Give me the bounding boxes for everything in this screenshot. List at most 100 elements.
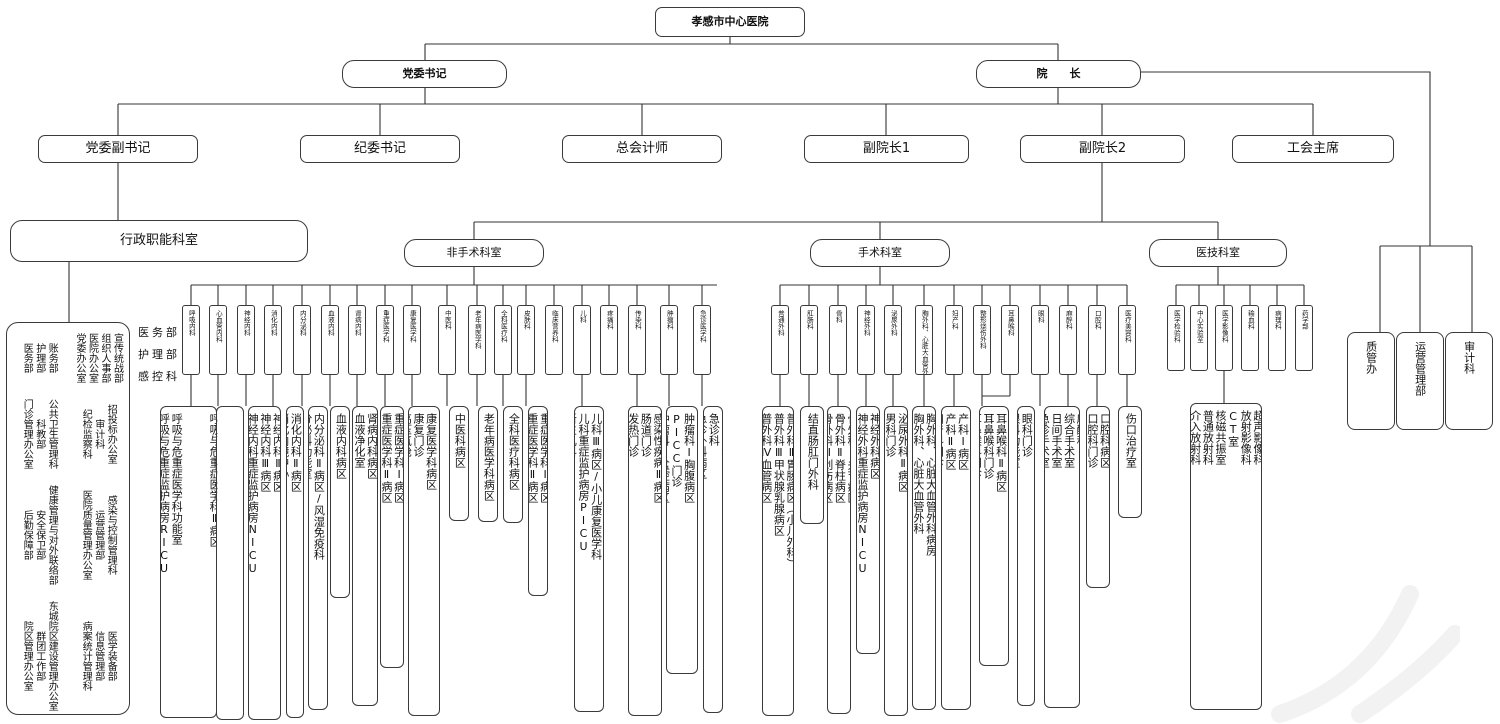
surgical-dept-label: 整形烧伤外科 xyxy=(978,310,987,349)
surgical-dept: 眼科 xyxy=(1031,305,1049,375)
medtech-dept-label: 病理科 xyxy=(1273,310,1282,330)
medtech-dept: 医学检验科 xyxy=(1167,305,1185,371)
surgical-dept: 麻醉科 xyxy=(1059,305,1077,375)
nonsurgical-dept: 呼吸内科 xyxy=(182,305,200,375)
nonsurgical-dept-label: 神经内科 xyxy=(242,310,251,336)
direct-office: 审计科 xyxy=(1445,332,1493,430)
surgical-dept-units: 耳鼻喉科Ⅰ病区 耳鼻喉科Ⅱ病区 耳鼻喉科门诊 耳鼻喉科门诊 xyxy=(979,406,1009,666)
surgical-dept-units-label: 神经外科病区 神经外科重症监护病房NICU xyxy=(856,413,880,575)
nonsurgical-dept: 全科医疗科 xyxy=(494,305,512,375)
nonsurgical-dept-label: 老年病医学科 xyxy=(473,310,482,349)
nonsurgical-dept-units-label: 儿科Ⅰ病区 儿科Ⅱ病区 儿科Ⅲ病区/小儿康复医学科 儿科重症监护病房PICU 新… xyxy=(574,413,603,560)
nonsurgical-dept-units-label: 中医科病区 xyxy=(453,413,467,468)
nonsurgical-dept-label: 内分泌科 xyxy=(298,310,307,336)
medtech-dept: 中心实验室 xyxy=(1190,305,1208,371)
surgical-dept-units-label: 结直肠肛门外科 xyxy=(806,413,820,490)
nonsurgical-dept: 肾病内科 xyxy=(348,305,366,375)
admin-department-group: 感染与控制管理科 运营管理部 医院质量管理办公室 xyxy=(80,490,117,580)
medtech-dept: 病理科 xyxy=(1268,305,1286,371)
discipline-secretary-node: 纪委书记 xyxy=(300,135,460,163)
medtech-dept: 药学部 xyxy=(1295,305,1313,371)
nonsurgical-dept-units-label: 神经内科Ⅰ病区 神经内科Ⅱ病区 神经内科Ⅲ病区 神经内科重症监护病房NICU 神… xyxy=(248,413,281,575)
nonsurgical-dept-units-label: 康复治疗室 康复医学科病区 康复门诊 高压氧舱 xyxy=(408,413,440,490)
nonsurgical-dept-units: 康复治疗室 康复医学科病区 康复门诊 高压氧舱 xyxy=(408,406,440,716)
surgical-dept-label: 胸外科、心脏大血管外科 xyxy=(920,310,929,375)
nonsurgical-dept-units: 感染性疾病Ⅰ病区 感染性疾病Ⅱ病区 肠道门诊 发热门诊 肝病门诊 xyxy=(628,406,662,716)
nonsurgical-dept-label: 儿科 xyxy=(578,310,587,323)
surgical-dept: 医疗美容科 xyxy=(1118,305,1136,375)
admin-department-group: 招投标办公室 审计科 纪检监察科 xyxy=(80,404,117,464)
nonsurgical-dept: 儿科 xyxy=(573,305,591,375)
direct-office: 质管办 xyxy=(1347,332,1395,430)
nonsurgical-dept: 老年病医学科 xyxy=(468,305,486,375)
nonsurgical-dept-label: 血液内科 xyxy=(326,310,335,336)
surgical-dept: 神经外科 xyxy=(857,305,875,375)
nonsurgical-dept-label: 肾病内科 xyxy=(353,310,362,336)
surgical-dept-units-label: 伤口治疗室 xyxy=(1124,413,1138,468)
nonsurgical-dept-units: 肾病内科病区 血液净化室 xyxy=(352,406,378,706)
nonsurgical-dept-units: 血液内科病区 xyxy=(330,406,350,598)
nonsurgical-node-label: 非手术科室 xyxy=(446,246,502,260)
surgical-dept-label: 麻醉科 xyxy=(1064,310,1073,330)
admin-departments-list: 账务部 护理部 医务部宣传统战部 组织人事部 医院办公室 党委办公室公共卫生管理… xyxy=(6,322,130,715)
nonsurgical-dept-units-label: 血液内科病区 xyxy=(334,413,348,479)
nonsurgical-dept-units: 老年病医学科病区 xyxy=(478,406,498,522)
surgical-dept: 普通外科 xyxy=(771,305,789,375)
medtech-node: 医技科室 xyxy=(1149,239,1287,267)
nonsurgical-dept-units-label: 院前急救科 急诊内科病区 急诊科 急诊外科病区 急诊重病病区 xyxy=(703,413,723,479)
nonsurgical-dept-units-label: 消化内科Ⅰ病区 消化内科Ⅱ病区 消化内镜中心 xyxy=(286,413,304,492)
direct-office-label: 审计科 xyxy=(1462,341,1476,374)
surgical-dept-units-label: 骨外科Ⅰ关节病区 骨外科Ⅱ脊柱病区 骨外科Ⅲ创伤病区 xyxy=(827,413,851,503)
direct-office-label: 运营管理部 xyxy=(1413,341,1427,396)
nonsurgical-dept: 心血管内科 xyxy=(209,305,227,375)
surgical-dept-units: 普外科Ⅰ胆胰病区 普外科Ⅱ胃肠病区（小儿外科） 普外科Ⅲ甲状腺乳腺病区 普外科Ⅳ… xyxy=(762,406,794,716)
surgical-dept-label: 眼科 xyxy=(1036,310,1045,323)
nonsurgical-dept-units-label: 心血管内科Ⅰ病区 心血管内科Ⅱ病区 心血管内科功能室 冠心病监护病房CCU xyxy=(216,413,219,501)
nonsurgical-dept-units-label: 肿瘤科Ⅰ头颈病区 肿瘤科Ⅰ胸腹病区 PICC门诊 肿瘤科Ⅱ盆腔病区 xyxy=(666,413,698,503)
nonsurgical-dept-label: 疼痛科 xyxy=(605,310,614,330)
chief-accountant-node: 总会计师 xyxy=(562,135,722,163)
medtech-dept: 医学影像科 xyxy=(1215,305,1233,371)
surgical-dept: 胸外科、心脏大血管外科 xyxy=(915,305,933,375)
admin-node: 行政职能科室 xyxy=(10,220,308,262)
surgical-dept: 泌尿外科 xyxy=(884,305,902,375)
nonsurgical-dept: 血液内科 xyxy=(321,305,339,375)
medtech-dept-label: 药学部 xyxy=(1300,310,1309,330)
vice-president-2-node-label: 副院长2 xyxy=(1078,141,1127,157)
surgical-dept-units: 胸外科、心脏大血管外科病房 胸外科、心脏大血管外科 xyxy=(912,406,936,710)
party-secretary-node-label: 党委书记 xyxy=(402,67,447,81)
nonsurgical-dept-units: 神经内科Ⅰ病区 神经内科Ⅱ病区 神经内科Ⅲ病区 神经内科重症监护病房NICU 神… xyxy=(248,406,281,720)
nonsurgical-dept-units-label: 老年病医学科病区 xyxy=(482,413,496,501)
surgical-dept-units: 骨外科Ⅰ关节病区 骨外科Ⅱ脊柱病区 骨外科Ⅲ创伤病区 xyxy=(827,406,851,714)
surgical-node: 手术科室 xyxy=(810,239,950,267)
nonsurgical-dept-units-label: 重症医学科Ⅰ病区 重症医学科Ⅱ病区 xyxy=(380,413,404,503)
surgical-dept-label: 泌尿外科 xyxy=(889,310,898,336)
surgical-dept: 妇产科 xyxy=(945,305,963,375)
nonsurgical-dept-units-label: 呼吸与危重症医学科Ⅰ病区 呼吸与危重症医学科Ⅱ病区 呼吸与危重症医学科功能室 呼… xyxy=(160,413,217,575)
medtech-node-label: 医技科室 xyxy=(1196,246,1240,260)
surgical-dept: 整形烧伤外科 xyxy=(973,305,991,375)
admin-department-group: 公共卫生管理科 科教部 门诊管理办公室 xyxy=(21,399,58,469)
medtech-dept-label: 医学检验科 xyxy=(1172,310,1181,343)
surgical-dept-units-label: 妇科Ⅰ病区 妇科Ⅱ病区 产科Ⅰ病区 产科Ⅱ病区 妇产科门诊 生殖健康与不育症门诊 xyxy=(941,413,970,470)
surgical-dept: 耳鼻喉科 xyxy=(1001,305,1019,375)
surgical-dept-units-label: 耳鼻喉科Ⅰ病区 耳鼻喉科Ⅱ病区 耳鼻喉科门诊 耳鼻喉科门诊 xyxy=(979,413,1008,492)
nonsurgical-dept-label: 急诊医学科 xyxy=(698,310,707,343)
surgical-dept-units-label: 口腔科病区 口腔科门诊 xyxy=(1086,413,1110,468)
surgical-dept-units-label: 眼科病区 眼科门诊 眼科功能室 xyxy=(1017,413,1035,468)
nonsurgical-dept: 消化内科 xyxy=(264,305,282,375)
deputy-party-secretary-node-label: 党委副书记 xyxy=(85,141,151,157)
party-secretary-node: 党委书记 xyxy=(342,60,507,88)
nonsurgical-dept: 皮肤科 xyxy=(517,305,535,375)
surgical-dept-units: 口腔科病区 口腔科门诊 xyxy=(1086,406,1110,588)
nonsurgical-dept-label: 呼吸内科 xyxy=(187,310,196,336)
nonsurgical-dept-units: 呼吸与危重症医学科Ⅰ病区 呼吸与危重症医学科Ⅱ病区 呼吸与危重症医学科功能室 呼… xyxy=(160,406,217,718)
surgical-dept-units-label: 泌尿外科Ⅰ病区 泌尿外科Ⅱ病区 男科门诊 碎石室 xyxy=(884,413,908,492)
nonsurgical-dept: 内分泌科 xyxy=(293,305,311,375)
surgical-dept-units: 神经外科病区 神经外科重症监护病房NICU xyxy=(856,406,880,654)
surgical-dept-units: 麻醉科 综合手术室 日间手术室 急诊手术室 xyxy=(1044,406,1080,708)
nonsurgical-dept: 康复医学科 xyxy=(403,305,421,375)
surgical-dept-label: 普通外科 xyxy=(776,310,785,336)
nonsurgical-dept-label: 肿瘤科 xyxy=(665,310,674,330)
nonsurgical-dept-units: 消化内科Ⅰ病区 消化内科Ⅱ病区 消化内镜中心 xyxy=(286,406,304,718)
